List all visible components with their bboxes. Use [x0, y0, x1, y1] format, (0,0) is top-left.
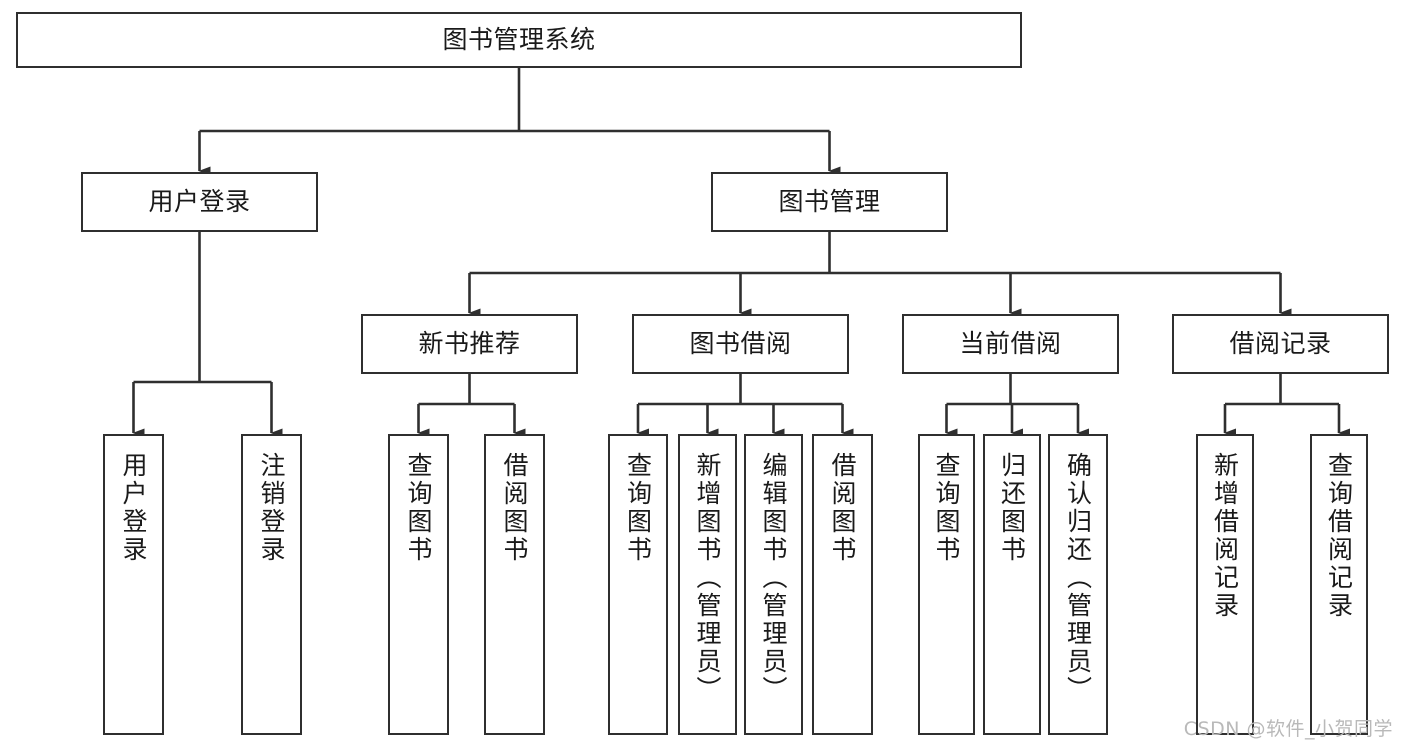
node-label: 注销登录 — [257, 452, 286, 564]
node-leaf-add-record[interactable]: 新增借阅记录 — [1196, 434, 1254, 735]
node-label: 查询图书 — [623, 452, 653, 564]
node-leaf-query-record[interactable]: 查询借阅记录 — [1310, 434, 1368, 735]
node-label: 查询图书 — [404, 452, 433, 564]
node-label: 编辑图书（管理员） — [759, 452, 788, 704]
node-leaf-add-book[interactable]: 新增图书（管理员） — [678, 434, 737, 735]
node-label: 确认归还（管理员） — [1063, 452, 1093, 704]
node-label: 借阅图书 — [828, 452, 857, 564]
csdn-watermark: CSDN @软件_小贺同学 — [1183, 718, 1393, 740]
node-label: 图书管理系统 — [442, 24, 596, 54]
node-leaf-borrow-book-2[interactable]: 借阅图书 — [812, 434, 873, 735]
node-user-login[interactable]: 用户登录 — [81, 172, 318, 232]
node-current-borrow[interactable]: 当前借阅 — [902, 314, 1119, 374]
node-book-manage[interactable]: 图书管理 — [711, 172, 948, 232]
node-label: 新增图书（管理员） — [693, 452, 722, 704]
node-label: 借阅记录 — [1229, 328, 1332, 358]
node-label: 借阅图书 — [500, 452, 529, 564]
node-label: 新增借阅记录 — [1210, 452, 1240, 620]
node-label: 图书借阅 — [689, 328, 792, 358]
node-label: 查询图书 — [932, 452, 961, 564]
node-new-book-rec[interactable]: 新书推荐 — [361, 314, 578, 374]
edge-layer — [132, 68, 1350, 438]
node-leaf-query-book-1[interactable]: 查询图书 — [388, 434, 449, 735]
node-label: 查询借阅记录 — [1324, 452, 1354, 620]
node-label: 用户登录 — [148, 186, 251, 216]
node-borrow-record[interactable]: 借阅记录 — [1172, 314, 1389, 374]
node-leaf-confirm-return[interactable]: 确认归还（管理员） — [1048, 434, 1108, 735]
node-label: 用户登录 — [119, 452, 148, 564]
node-label: 当前借阅 — [959, 328, 1062, 358]
node-leaf-logout[interactable]: 注销登录 — [241, 434, 302, 735]
node-label: 新书推荐 — [418, 328, 521, 358]
node-root[interactable]: 图书管理系统 — [16, 12, 1022, 68]
node-leaf-edit-book[interactable]: 编辑图书（管理员） — [744, 434, 803, 735]
node-label: 图书管理 — [778, 186, 881, 216]
node-leaf-query-book-2[interactable]: 查询图书 — [608, 434, 668, 735]
node-leaf-return-book[interactable]: 归还图书 — [983, 434, 1041, 735]
node-leaf-borrow-book-1[interactable]: 借阅图书 — [484, 434, 545, 735]
node-book-borrow[interactable]: 图书借阅 — [632, 314, 849, 374]
node-leaf-user-login[interactable]: 用户登录 — [103, 434, 164, 735]
node-leaf-query-book-3[interactable]: 查询图书 — [918, 434, 975, 735]
node-label: 归还图书 — [997, 452, 1027, 564]
